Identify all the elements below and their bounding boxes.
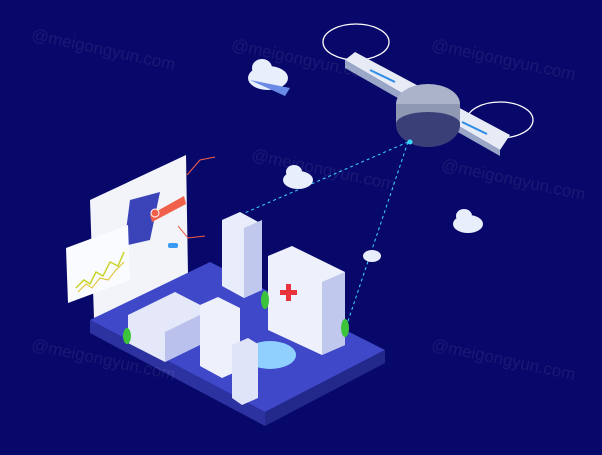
low-building [128, 292, 210, 362]
chart-panel [66, 225, 130, 303]
cloud-icon [283, 165, 313, 189]
cloud-icon [453, 209, 483, 233]
data-links [239, 141, 409, 331]
tree-icon [123, 291, 349, 344]
drone [322, 23, 534, 156]
tower-building [222, 212, 262, 298]
office-building [200, 297, 258, 405]
hospital-building [268, 246, 345, 355]
cloud-icon [248, 59, 290, 96]
cloud-icon [363, 250, 381, 262]
